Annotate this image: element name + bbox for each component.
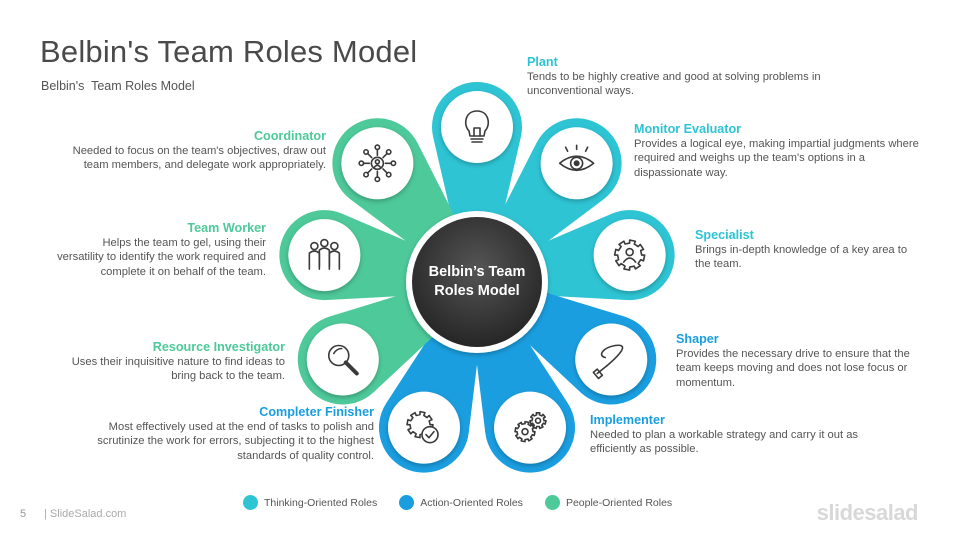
role-name: Specialist [695,228,754,242]
legend: Thinking-Oriented Roles Action-Oriented … [243,495,694,510]
role-name: Monitor Evaluator [634,122,742,136]
center-label: Belbin’s Team Roles Model [428,264,526,299]
icon-disc [441,91,513,163]
role-desc: Provides a logical eye, making impartial… [634,138,919,179]
role-team-worker: Team Worker Helps the team to gel, using… [56,221,266,279]
legend-label: People-Oriented Roles [565,496,673,509]
icon-disc [306,323,379,396]
brand-logo: slidesalad [816,500,919,525]
team-icon [308,238,341,270]
role-name: Team Worker [187,221,266,235]
role-monitor-evaluator: Monitor Evaluator Provides a logical eye… [634,122,919,180]
icon-disc [575,323,648,396]
gear-person-icon [613,239,646,271]
role-resource-investigator: Resource Investigator Uses their inquisi… [48,340,285,384]
gears-icon [514,412,547,443]
legend-dot [399,495,415,510]
page-title: Belbin's Team Roles Model [40,34,418,69]
icon-disc [387,391,460,464]
role-coordinator: Coordinator Needed to focus on the team'… [46,129,326,173]
center-circle [412,217,542,347]
role-desc: Provides the necessary drive to ensure t… [676,348,910,389]
role-implementer: Implementer Needed to plan a workable st… [590,413,895,457]
role-desc: Needed to focus on the team's objectives… [72,145,326,172]
page-subtitle: Belbin's Team Roles Model [41,79,195,93]
legend-dot [243,495,258,510]
icon-disc [494,391,567,464]
magnifier-icon [327,344,359,376]
role-desc: Helps the team to gel, using their versa… [57,237,266,278]
whip-icon [592,344,624,380]
role-desc: Brings in-depth knowledge of a key area … [695,244,908,271]
network-icon [358,144,397,183]
role-shaper: Shaper Provides the necessary drive to e… [676,332,921,390]
legend-dot [544,495,560,510]
role-desc: Tends to be highly creative and good at … [527,71,821,98]
page-number: 5 [20,508,27,520]
legend-label: Thinking-Oriented Roles [264,496,378,509]
role-completer-finisher: Completer Finisher Most effectively used… [60,405,374,463]
legend-item-action: Action-Oriented Roles [399,495,523,510]
role-desc: Needed to plan a workable strategy and c… [590,429,859,456]
eye-icon [558,144,595,172]
footer-site: | SlideSalad.com [44,508,127,520]
role-name: Resource Investigator [152,340,285,354]
legend-item-people: People-Oriented Roles [544,495,673,510]
lightbulb-icon [464,110,490,143]
role-name: Coordinator [253,129,326,143]
legend-label: Action-Oriented Roles [420,496,523,509]
role-specialist: Specialist Brings in-depth knowledge of … [695,228,920,272]
role-name: Shaper [676,332,719,346]
role-name: Implementer [590,413,665,427]
role-name: Plant [527,55,558,69]
role-desc: Most effectively used at the end of task… [97,421,374,462]
role-desc: Uses their inquisitive nature to find id… [71,356,285,383]
role-name: Completer Finisher [259,405,374,419]
icon-disc [288,219,361,292]
legend-item-thinking: Thinking-Oriented Roles [243,495,377,510]
role-plant: Plant Tends to be highly creative and go… [527,55,857,99]
gear-check-icon [406,410,439,444]
